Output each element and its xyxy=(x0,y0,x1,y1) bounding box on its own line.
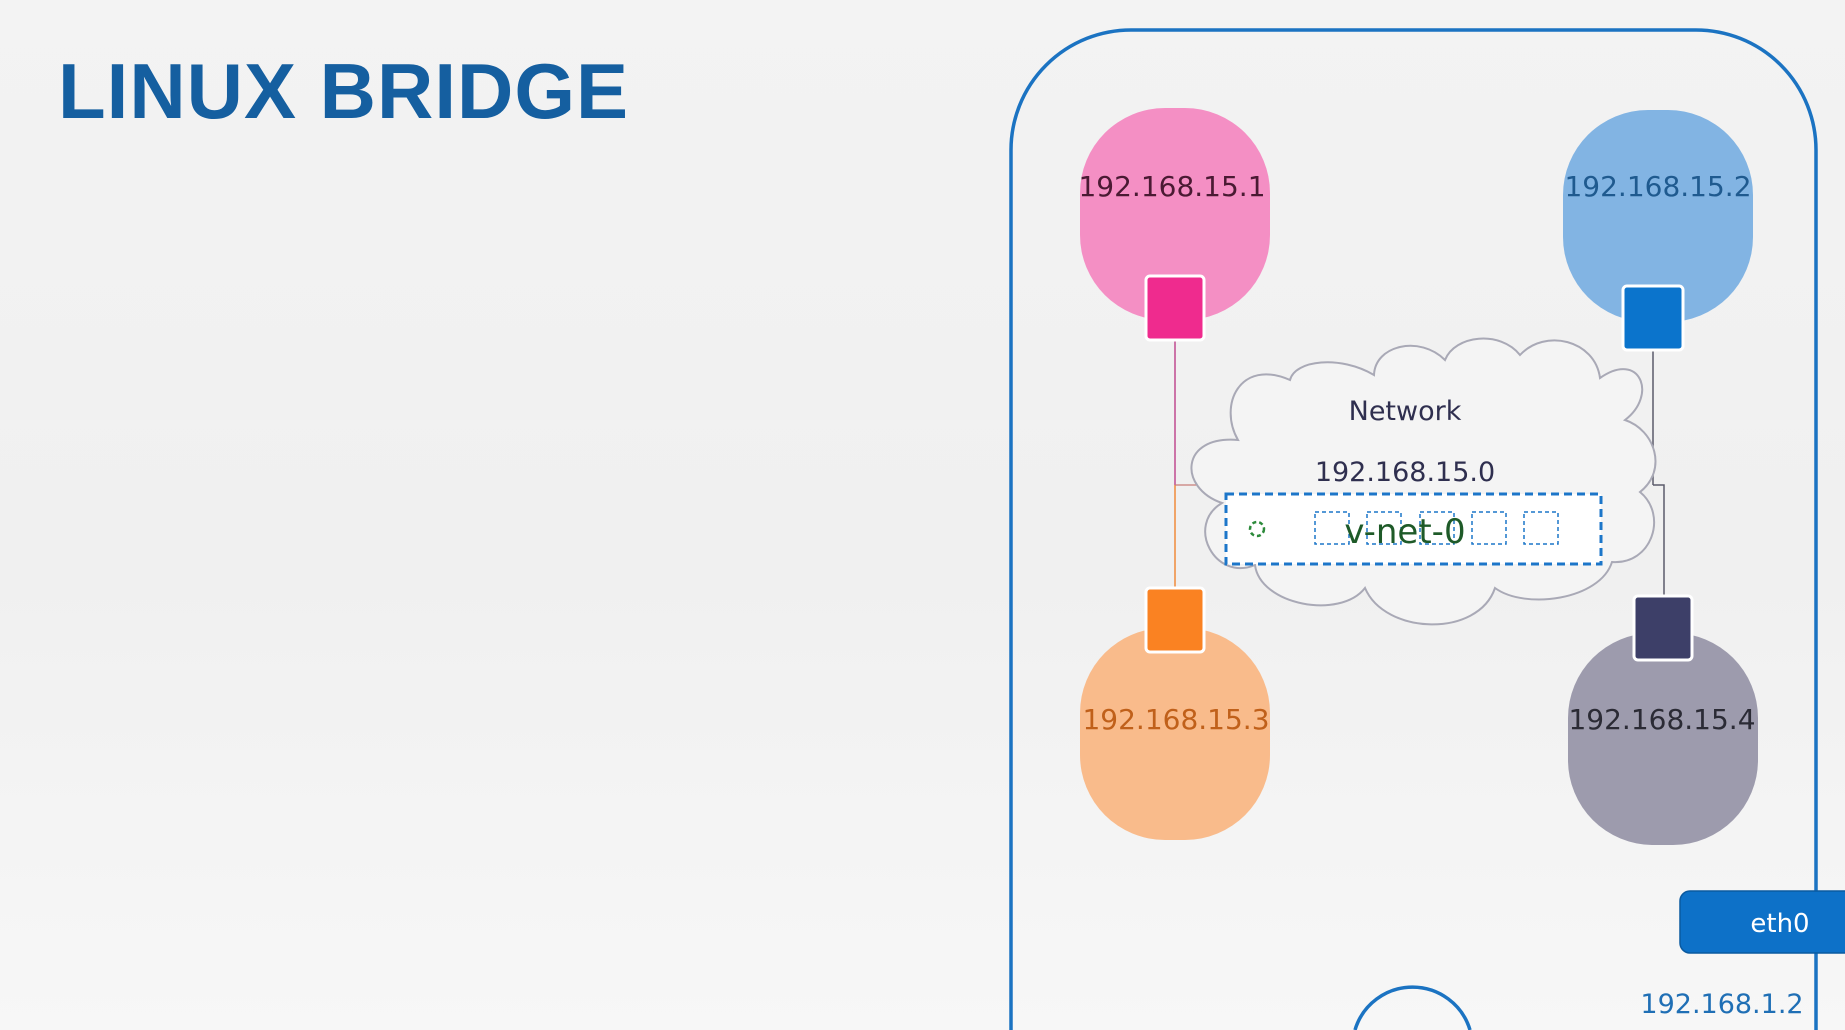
bridge-label: v-net-0 xyxy=(1344,512,1465,552)
slide-title: LINUX BRIDGE xyxy=(58,47,630,135)
network-cloud xyxy=(1195,416,1236,440)
node-4-ip-label: 192.168.15.4 xyxy=(1568,703,1755,736)
network-subnet-label: 192.168.15.0 xyxy=(1315,457,1495,488)
eth0-label: eth0 xyxy=(1750,909,1809,939)
namespace-node-4[interactable]: 192.168.15.4 xyxy=(1568,594,1758,845)
bridge-cell xyxy=(1471,511,1507,545)
node-1-port[interactable] xyxy=(1144,274,1206,342)
bridge-cell xyxy=(1314,511,1350,545)
bottom-node-partial xyxy=(1353,985,1472,1030)
bridge-v-net-0[interactable] xyxy=(1224,492,1603,566)
node-1-body xyxy=(1080,108,1270,320)
namespace-node-3[interactable]: 192.168.15.3 xyxy=(1080,586,1270,840)
namespace-node-1[interactable]: 192.168.15.1 xyxy=(1078,108,1270,342)
rotate-handle-icon[interactable] xyxy=(1248,520,1266,538)
bridge-cell xyxy=(1523,511,1559,545)
node-2-body xyxy=(1563,110,1753,322)
wire-node-4 xyxy=(1653,484,1665,600)
host-machine-box xyxy=(1009,28,1818,1030)
bridge-cell xyxy=(1419,511,1455,545)
network-label: Network xyxy=(1349,396,1462,427)
node-3-ip-label: 192.168.15.3 xyxy=(1082,703,1269,736)
node-3-body xyxy=(1080,628,1270,840)
host-ip-label: 192.168.1.2 xyxy=(1640,989,1803,1020)
bridge-cell xyxy=(1366,511,1402,545)
node-2-port[interactable] xyxy=(1621,284,1685,352)
node-4-body xyxy=(1568,633,1758,845)
node-3-port[interactable] xyxy=(1144,586,1206,654)
node-2-ip-label: 192.168.15.2 xyxy=(1564,170,1751,203)
node-1-ip-label: 192.168.15.1 xyxy=(1078,170,1265,203)
namespace-node-2[interactable]: 192.168.15.2 xyxy=(1563,110,1753,352)
eth0-interface[interactable] xyxy=(1679,890,1845,954)
node-4-port[interactable] xyxy=(1632,594,1694,662)
